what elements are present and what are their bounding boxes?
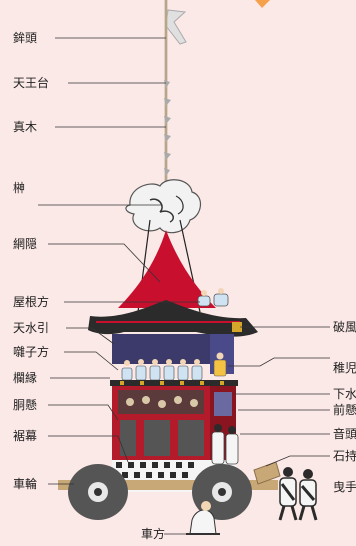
label-sharin: 車輪 [13, 477, 38, 491]
upper-deck [112, 334, 234, 381]
rail-studs [120, 381, 224, 385]
kurumakata-figure [186, 501, 220, 535]
label-maekake: 前懸 [333, 403, 356, 417]
label-kurumakata: 車方 [141, 527, 166, 541]
label-dokake: 胴懸 [13, 398, 38, 412]
label-susomaku: 裾幕 [13, 429, 38, 443]
axle-beam [58, 480, 278, 490]
label-hikite: 曳手 [333, 480, 356, 494]
label-ondo: 音頭 [333, 427, 356, 441]
corner-accent [255, 0, 270, 8]
leader-lines-left [38, 37, 200, 485]
label-shimomizuhiki: 下水 [333, 387, 356, 401]
chigo-figure [213, 359, 227, 377]
leader-lines-right [164, 326, 330, 535]
label-tensuihiki: 天水引 [13, 321, 50, 335]
ranbuchi-rail [110, 380, 238, 386]
label-ishimochi: 石持 [333, 449, 356, 463]
label-shingi: 真木 [13, 120, 38, 134]
yanekata-figures [197, 288, 229, 307]
label-hafu: 破風 [333, 320, 356, 334]
label-ranbuchi: 欄縁 [13, 371, 38, 385]
label-tennodai: 天王台 [13, 76, 50, 90]
sakaki-ornament [125, 179, 201, 234]
label-sakaki: 榊 [13, 181, 26, 195]
label-yanekata: 屋根方 [13, 295, 50, 309]
dokake-body [112, 386, 236, 460]
yane-roof [88, 230, 258, 337]
hayashikata-figures [121, 365, 203, 381]
tennodai-ornament [164, 80, 171, 176]
label-amikakushi: 網隠 [13, 237, 38, 251]
label-hayashikata: 囃子方 [13, 345, 50, 359]
hikite-figures [278, 467, 318, 521]
label-hoko-gashira: 鉾頭 [13, 31, 38, 45]
ondo-figures [211, 424, 239, 465]
wheel-left [68, 464, 128, 520]
label-chigo: 稚児 [333, 361, 356, 375]
hoko-gashira-ornament [165, 9, 187, 45]
hafu-ornament [232, 322, 242, 332]
